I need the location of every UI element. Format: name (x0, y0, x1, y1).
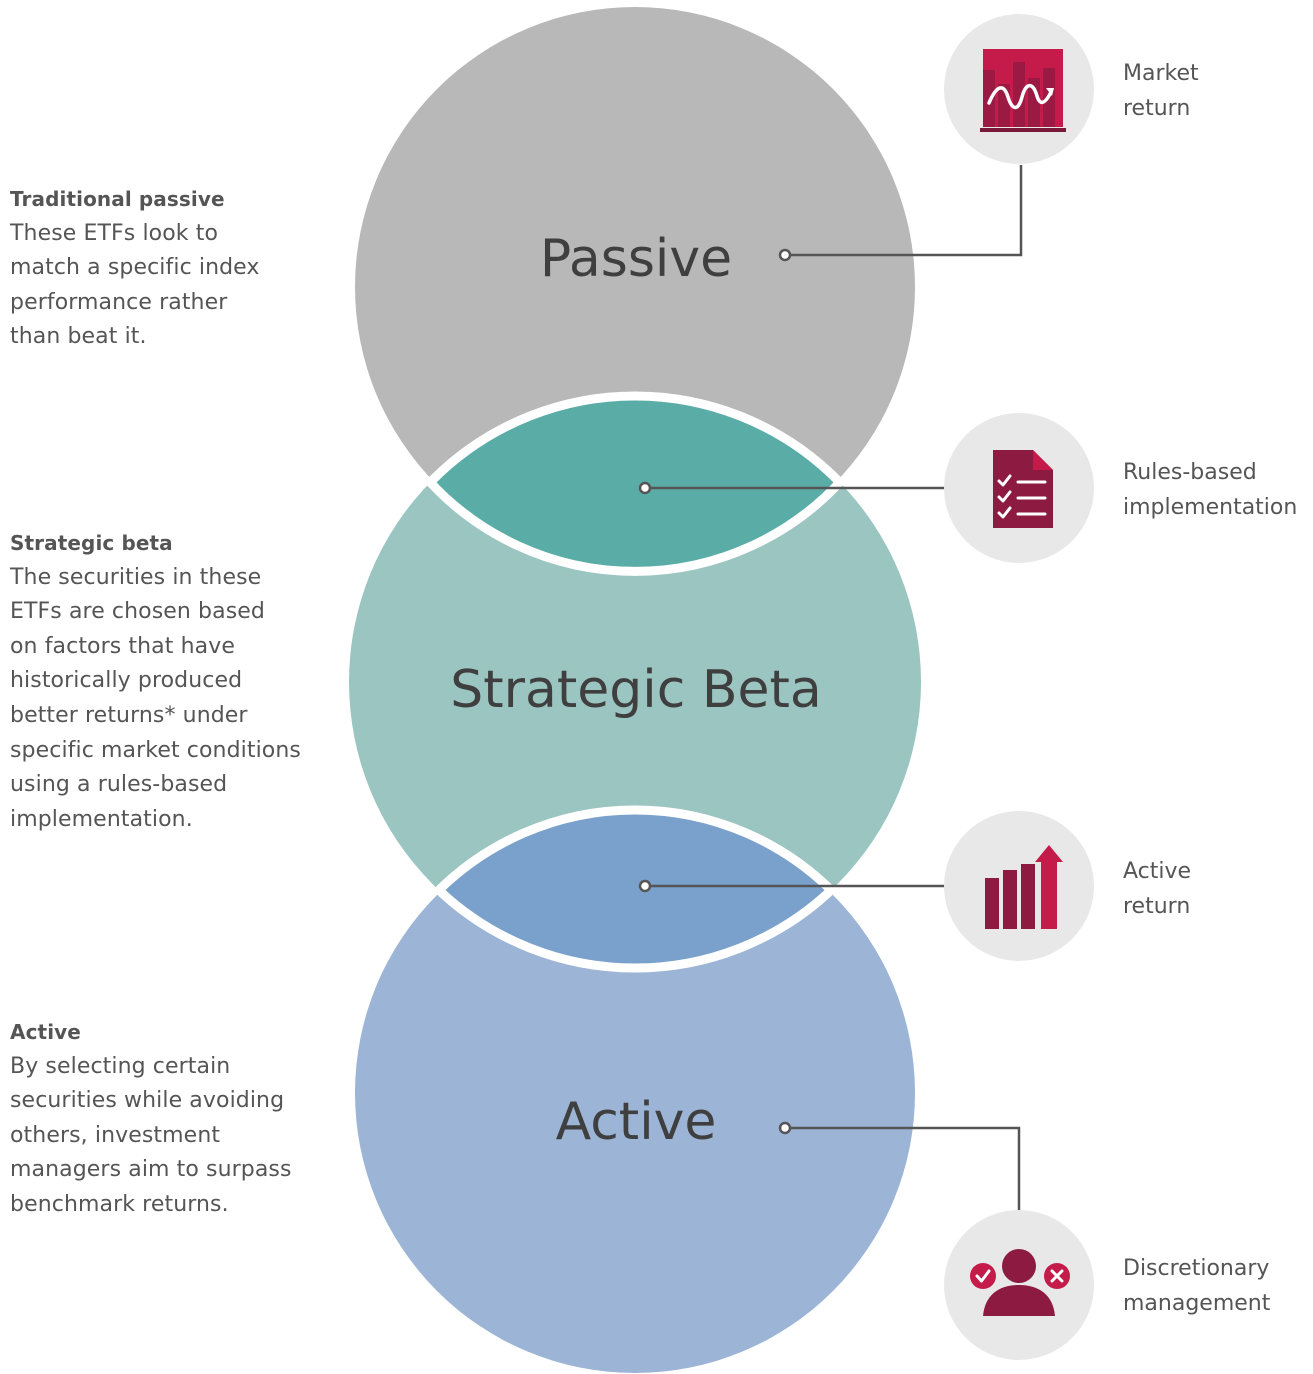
top-overlap-separator (425, 477, 845, 576)
strategic-beta-description: Strategic beta The securities in these E… (10, 526, 301, 837)
passive-label: Passive (540, 229, 732, 289)
connector-dot-top-overlap (638, 481, 652, 495)
description-body: By selecting certain securities while av… (10, 1053, 292, 1217)
connector-dot-active (778, 1121, 792, 1135)
connector-discretionary (791, 1126, 1021, 1210)
active-description: Active By selecting certain securities w… (10, 1015, 292, 1223)
description-body: These ETFs look to match a specific inde… (10, 220, 260, 350)
strategic-beta-circle (349, 396, 921, 968)
strategic-beta-label: Strategic Beta (450, 660, 822, 720)
checklist-document-icon (993, 450, 1053, 528)
connector-dot-passive (778, 248, 792, 262)
connector-dot-bottom-overlap (638, 879, 652, 893)
traditional-passive-description: Traditional passive These ETFs look to m… (10, 182, 260, 355)
market-chart-icon (980, 49, 1066, 132)
person-approve-reject-icon (970, 1249, 1070, 1316)
description-heading: Active (10, 1020, 81, 1044)
description-body: The securities in these ETFs are chosen … (10, 564, 301, 832)
description-heading: Strategic beta (10, 531, 173, 555)
feature-label-discretionary: Discretionary management (1123, 1256, 1271, 1316)
active-circle (355, 813, 915, 1373)
feature-label-active-return: Active return (1123, 859, 1192, 919)
bar-growth-arrow-icon (985, 845, 1063, 929)
feature-label-rules-based: Rules-based implementation (1123, 460, 1298, 520)
connector-market-return (791, 165, 1023, 257)
passive-circle (355, 7, 915, 567)
active-return-icon-bg (944, 811, 1094, 961)
description-heading: Traditional passive (10, 187, 225, 211)
feature-label-market-return: Market return (1123, 61, 1199, 121)
active-label: Active (556, 1092, 717, 1152)
bottom-overlap-separator (433, 805, 837, 896)
